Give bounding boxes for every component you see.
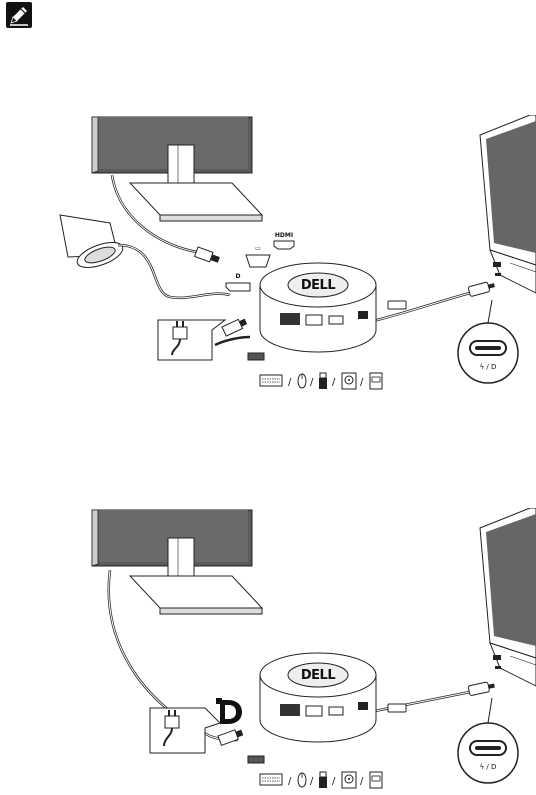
- usb-drive-icon: [319, 373, 327, 389]
- vga-port-icon: ▭: [246, 245, 270, 267]
- note-pencil-icon: [6, 2, 32, 28]
- laptop: [480, 115, 536, 293]
- power-cable-connector: [218, 728, 244, 746]
- displayport-port-icon: D: [226, 273, 250, 291]
- hub-dell-logo: DELL: [301, 668, 335, 683]
- mouse-icon: [298, 374, 306, 388]
- ethernet-connector-icon: [248, 353, 264, 360]
- svg-text:/: /: [310, 377, 314, 388]
- keyboard-icon: [260, 375, 282, 386]
- peripheral-icons-row: / / / /: [260, 373, 382, 389]
- dell-adapter-hub: DELL: [260, 653, 376, 742]
- displayport-logo-icon: [216, 698, 242, 724]
- usb-c-cable-connector: [468, 681, 496, 696]
- external-drive-icon: [342, 373, 356, 389]
- usb-c-port-callout: ϟ / D: [458, 300, 518, 383]
- usb-a-port-icon: [388, 704, 406, 712]
- power-adapter: [60, 215, 126, 273]
- hub-dell-logo: DELL: [301, 278, 335, 293]
- power-plug-callout: [158, 320, 225, 360]
- svg-text:/: /: [360, 377, 364, 388]
- connection-diagram-bottom: DELL: [0, 508, 536, 791]
- monitor: [92, 510, 262, 614]
- power-plug-callout: [150, 708, 220, 753]
- usb-c-cable-connector: [468, 280, 496, 296]
- dell-adapter-hub: DELL: [260, 263, 376, 352]
- connection-diagram-top: DELL ▭ HDMI D: [0, 115, 536, 400]
- svg-text:/: /: [288, 377, 292, 388]
- printer-icon: [370, 772, 382, 788]
- usb-c-port-callout: ϟ / D: [458, 698, 518, 783]
- hdmi-port-icon: HDMI: [274, 232, 294, 249]
- usb-drive-icon: [319, 772, 327, 788]
- svg-text:/: /: [360, 776, 364, 787]
- usb-c-port-label: ϟ / D: [480, 363, 497, 371]
- svg-text:D: D: [236, 273, 241, 280]
- keyboard-icon: [260, 774, 282, 785]
- ethernet-connector-icon: [248, 756, 264, 763]
- svg-text:/: /: [332, 377, 336, 388]
- usb-a-port-icon: [388, 301, 406, 309]
- hdmi-cable-connector: [195, 247, 221, 265]
- monitor: [92, 117, 262, 221]
- usb-c-port-label: ϟ / D: [480, 763, 497, 771]
- svg-text:HDMI: HDMI: [275, 232, 293, 239]
- peripheral-icons-row: / / / /: [260, 772, 382, 788]
- svg-text:/: /: [310, 776, 314, 787]
- svg-text:▭: ▭: [255, 245, 261, 252]
- svg-text:/: /: [332, 776, 336, 787]
- printer-icon: [370, 373, 382, 389]
- mouse-icon: [298, 773, 306, 787]
- svg-text:/: /: [288, 776, 292, 787]
- laptop: [480, 508, 536, 686]
- external-drive-icon: [342, 772, 356, 788]
